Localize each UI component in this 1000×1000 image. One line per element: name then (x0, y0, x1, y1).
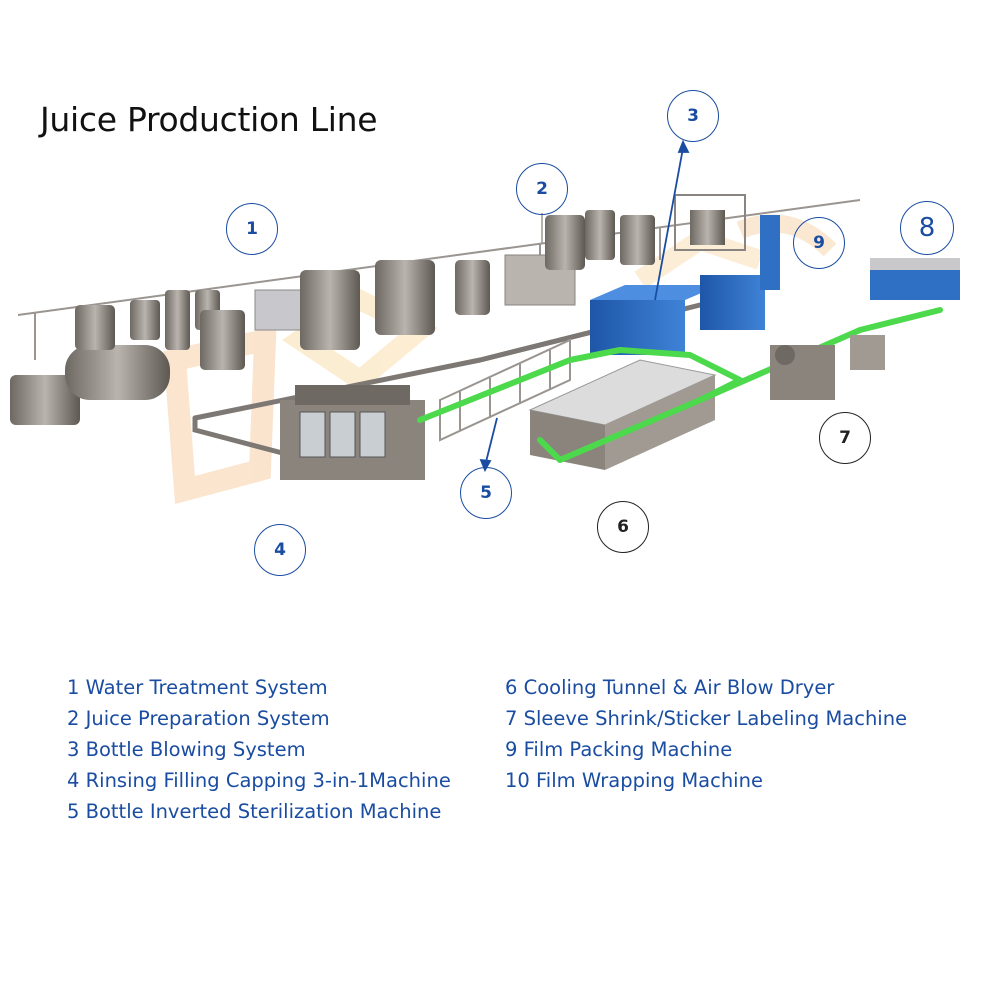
legend-item: 10 Film Wrapping Machine (505, 769, 763, 792)
callout-1: 1 (226, 203, 278, 255)
legend-item: 5 Bottle Inverted Sterilization Machine (67, 800, 442, 823)
production-line-illustration (10, 139, 960, 505)
legend-item: 4 Rinsing Filling Capping 3-in-1Machine (67, 769, 451, 792)
green-conveyor (417, 307, 943, 463)
callout-5: 5 (460, 467, 512, 519)
filling-machine (280, 385, 425, 480)
legend-item: 3 Bottle Blowing System (67, 738, 306, 761)
legend-item: 7 Sleeve Shrink/Sticker Labeling Machine (505, 707, 908, 730)
callout-arrow-5 (479, 417, 498, 473)
callout-3: 3 (667, 90, 719, 142)
callout-4: 4 (254, 524, 306, 576)
tanks-group (10, 194, 746, 425)
callout-2: 2 (516, 163, 568, 215)
film-wrapping-machine (870, 258, 960, 300)
legend-item: 6 Cooling Tunnel & Air Blow Dryer (505, 676, 835, 699)
callout-6: 6 (597, 501, 649, 553)
cooling-tunnel (528, 359, 717, 470)
legend-item: 1 Water Treatment System (67, 676, 328, 699)
callout-arrow-3 (654, 139, 690, 301)
callout-9: 9 (793, 217, 845, 269)
labeling-machine (770, 335, 885, 400)
callout-8: 8 (900, 201, 954, 255)
legend-left-column: 1 Water Treatment System 2 Juice Prepara… (67, 672, 451, 827)
bottle-blowing-machine (590, 215, 780, 355)
legend-item: 9 Film Packing Machine (505, 738, 733, 761)
legend-right-column: 6 Cooling Tunnel & Air Blow Dryer 7 Slee… (505, 672, 907, 796)
callout-7: 7 (819, 412, 871, 464)
legend-item: 2 Juice Preparation System (67, 707, 330, 730)
page-title: Juice Production Line (40, 100, 378, 139)
